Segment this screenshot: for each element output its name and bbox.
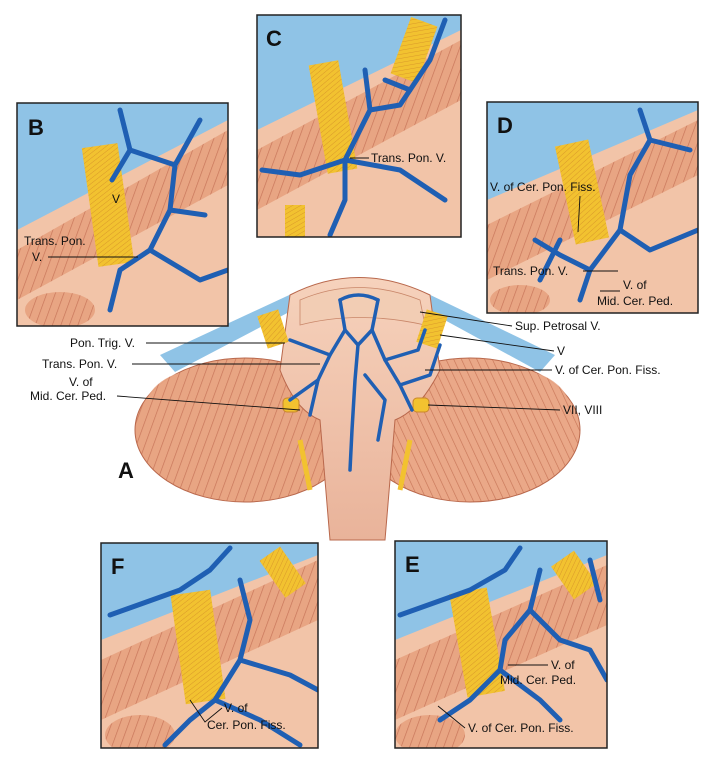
label-trans-pon-v-a: Trans. Pon. V. [42,357,117,371]
panel-b: B V Trans. Pon. V. [16,102,229,327]
label-mid-cer-ped-e-line2: Mid. Cer. Ped. [500,673,576,687]
label-trans-pon-v-d: Trans. Pon. V. [493,264,568,278]
panel-b-letter: B [28,115,44,140]
trigeminal-nerve-left [257,309,289,349]
label-trans-pon-b-line1: Trans. Pon. [24,234,86,248]
trigeminal-nerve-right [416,309,448,349]
label-v-of-cer-pon-fiss-e: V. of Cer. Pon. Fiss. [468,721,574,735]
panel-d-nerve [554,139,610,245]
label-sup-petrosal-v: Sup. Petrosal V. [515,319,601,333]
label-pon-trig-v: Pon. Trig. V. [70,336,135,350]
label-mid-cer-ped-d-line2: Mid. Cer. Ped. [597,294,673,308]
label-v-of-f-line1: V. of [224,701,248,715]
panel-e-nerve [449,587,505,698]
label-v-a: V [557,344,565,358]
panel-f-nerve [170,589,226,705]
label-v-b: V [112,192,120,206]
panel-d: D V. of Cer. Pon. Fiss. Trans. Pon. V. V… [486,101,699,314]
label-v-of-cer-pon-fiss-a: V. of Cer. Pon. Fiss. [555,363,661,377]
label-v-of-cer-pon-fiss-d: V. of Cer. Pon. Fiss. [490,180,596,194]
label-cer-pon-fiss-f-line2: Cer. Pon. Fiss. [207,718,286,732]
veins-a [288,293,442,472]
panel-a: A Pon. Trig. V. Trans. Pon. V. V. of Mid… [30,277,661,541]
tentorium-left [160,290,312,372]
panel-f: F V. of Cer. Pon. Fiss. [100,542,319,749]
panel-c: C Trans. Pon. V. [256,14,462,238]
panel-e: E V. of Mid. Cer. Ped. V. of Cer. Pon. F… [394,540,608,749]
panel-a-letter: A [118,458,134,483]
tentorium-right [408,290,555,372]
panel-e-letter: E [405,552,420,577]
label-v-of-e-line1: V. of [551,658,575,672]
label-vii-viii: VII, VIII [563,403,602,417]
label-v-of-d-line1: V. of [623,278,647,292]
label-mid-cer-ped-a-line2: Mid. Cer. Ped. [30,389,106,403]
label-v-of-a-line1: V. of [69,375,93,389]
panel-f-letter: F [111,554,124,579]
panel-b-nerve [81,143,135,267]
label-trans-pon-b-line2: V. [32,250,42,264]
label-trans-pon-v-c: Trans. Pon. V. [371,151,446,165]
panel-d-letter: D [497,113,513,138]
panel-c-letter: C [266,26,282,51]
panel-c-nerve [308,60,358,174]
